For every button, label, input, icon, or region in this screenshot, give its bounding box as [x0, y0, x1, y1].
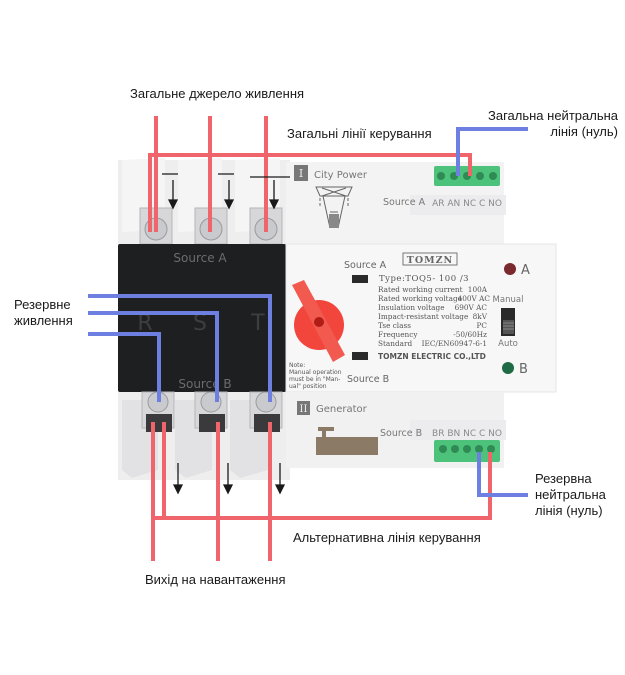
- brand-logo: TOMZN: [407, 255, 453, 266]
- bottom-terminal-labels: BR BN NC C NO: [432, 429, 502, 439]
- spec-name: Insulation voltage: [378, 303, 445, 312]
- source-a-window: [352, 275, 368, 283]
- indicator-a-led: [504, 263, 516, 275]
- backup-power-wires: [88, 294, 272, 402]
- phase-r-label: R: [137, 311, 152, 336]
- main-neutral-line: [456, 127, 528, 176]
- switch-source-a-label: Source A: [344, 260, 387, 271]
- main-control-line: [148, 153, 472, 232]
- transfer-knob[interactable]: [292, 280, 345, 362]
- panel-a-title: City Power: [314, 170, 368, 181]
- spec-table: Rated working current 100A Rated working…: [378, 285, 490, 348]
- main-control-lines-label: Загальні лінії керування: [287, 126, 432, 141]
- top-terminal-block: [434, 166, 500, 186]
- main-phase-wires: [154, 116, 268, 232]
- alt-control-line: [153, 452, 492, 520]
- spec-name: Tse class: [378, 321, 411, 330]
- spec-name: Frequency: [378, 330, 418, 339]
- spec-value: 100A: [468, 285, 488, 294]
- panel-a-source-label: Source A: [383, 197, 426, 208]
- device-type: Type:TOQ5- 100 /3: [379, 274, 469, 284]
- brand-frame: [402, 252, 458, 266]
- mode-manual-label: Manual: [493, 295, 524, 305]
- phase-s-label: S: [193, 311, 207, 336]
- alt-control-line-label: Альтернативна лінія керування: [293, 530, 481, 545]
- spec-value: 8kV: [473, 312, 488, 321]
- svg-text:Manual operation: Manual operation: [289, 369, 342, 376]
- panel-a-numeral: I: [299, 167, 303, 180]
- indicator-a-label: A: [521, 263, 530, 278]
- panel-b-numeral: II: [300, 404, 308, 415]
- svg-text:Note:: Note:: [289, 362, 305, 369]
- load-output-wires: [151, 422, 272, 561]
- bottom-terminal-block: [434, 440, 500, 462]
- spec-name: Impact-resistant voltage: [378, 312, 468, 321]
- backup-neutral-line-label: Резервна нейтральна лінія (нуль): [535, 471, 606, 518]
- spec-value: -50/60Hz: [453, 330, 487, 339]
- mode-auto-label: Auto: [498, 339, 518, 349]
- top-terminal-labels: AR AN NC C NO: [432, 199, 502, 209]
- main-neutral-line-label: Загальна нейтральна лінія (нуль): [488, 108, 618, 139]
- spec-name: Rated working voltage: [378, 294, 462, 303]
- block-source-a-label: Source A: [173, 251, 227, 265]
- spec-value: IEC/EN60947-6-1: [422, 339, 487, 348]
- spec-name: Rated working current: [378, 285, 463, 294]
- manual-operation-note: Note: Manual operation must be in "Man- …: [289, 362, 342, 390]
- load-output-label: Вихід на навантаження: [145, 572, 286, 587]
- svg-text:must be in "Man-: must be in "Man-: [289, 376, 340, 383]
- panel-b-numeral-badge: [297, 401, 310, 415]
- svg-text:ual" position: ual" position: [289, 383, 327, 390]
- spec-name: Standard: [378, 339, 412, 348]
- panel-b-source-label: Source B: [380, 428, 422, 439]
- spec-value: 400V AC: [458, 294, 491, 303]
- source-b-window: [352, 352, 368, 360]
- spec-value: PC: [477, 321, 488, 330]
- phase-t-label: T: [250, 311, 265, 336]
- flow-arrows: [162, 173, 290, 495]
- block-source-b-label: Source B: [178, 377, 231, 391]
- backup-neutral-line: [477, 452, 528, 497]
- panel-b-title: Generator: [316, 404, 368, 415]
- switch-source-b-label: Source B: [347, 374, 389, 385]
- main-power-source-label: Загальне джерело живлення: [130, 86, 305, 101]
- power-tower-icon: [315, 186, 353, 229]
- mode-switch[interactable]: [501, 308, 515, 336]
- panel-a-numeral-badge: [294, 165, 308, 181]
- manufacturer-label: TOMZN ELECTRIC CO.,LTD: [378, 352, 486, 361]
- generator-icon: [316, 427, 378, 455]
- backup-power-label: Резервне живлення: [14, 297, 73, 328]
- indicator-b-label: B: [519, 362, 528, 377]
- indicator-b-led: [502, 362, 514, 374]
- spec-value: 690V AC: [455, 303, 488, 312]
